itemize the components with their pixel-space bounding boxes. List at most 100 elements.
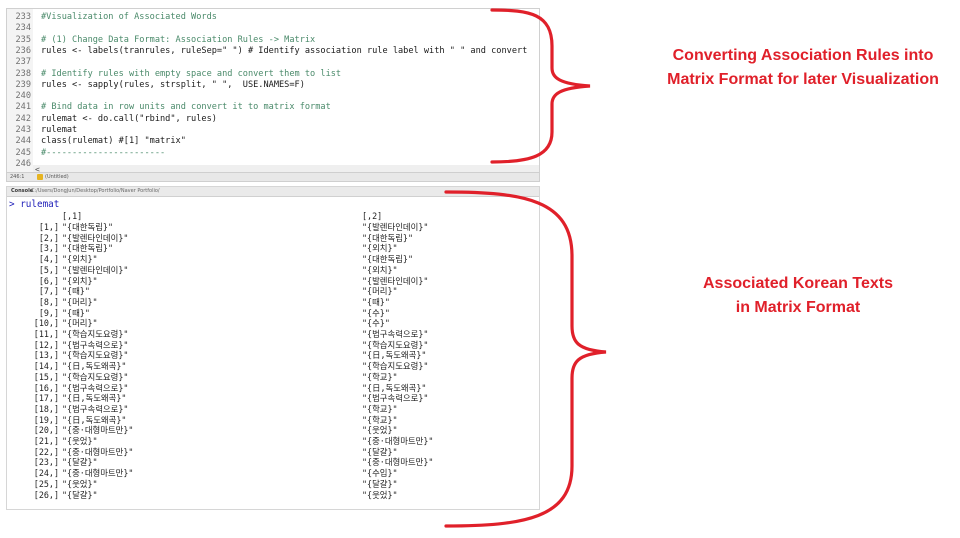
line-number: 241	[15, 102, 31, 113]
matrix-col-header-2: [,2]	[362, 211, 383, 221]
code-line[interactable]: 235# (1) Change Data Format: Association…	[7, 35, 539, 46]
matrix-row-index: [26,]	[33, 489, 59, 500]
code-text: # Bind data in row units and convert it …	[41, 102, 331, 113]
matrix-cell-col2: "{대한독립}"	[362, 254, 413, 265]
code-line[interactable]: 241 # Bind data in row units and convert …	[7, 102, 539, 113]
cursor-position: 246:1	[10, 174, 25, 180]
console-panel[interactable]: Console C:/Users/DongJun/Desktop/Portfol…	[6, 186, 540, 510]
code-line[interactable]: 243 rulemat	[7, 125, 539, 136]
matrix-row-index: [7,]	[38, 286, 59, 297]
matrix-row-index: [4,]	[38, 254, 59, 265]
matrix-cell-col1: "{법구속력으로}"	[62, 403, 129, 414]
console-prompt: > rulemat	[9, 199, 60, 210]
matrix-cell-col1: "{학습지도요령}"	[62, 329, 129, 339]
matrix-cell-col1: "{머리}"	[62, 318, 98, 329]
matrix-row-index: [6,]	[38, 275, 59, 286]
bottom-brace	[444, 190, 607, 528]
matrix-cell-col1: "{발렌타인데이}"	[62, 232, 129, 243]
code-text: rules <- labels(tranrules, ruleSep=" ") …	[41, 45, 528, 56]
matrix-row-index: [5,]	[38, 264, 59, 275]
matrix-row-index: [18,]	[33, 403, 59, 414]
matrix-cell-col2: "{학습지도요령}"	[362, 339, 429, 350]
line-number: 236	[15, 45, 31, 56]
matrix-row-index: [24,]	[33, 468, 59, 479]
console-title[interactable]: Console	[11, 188, 34, 194]
matrix-cell-col2: "{日,독도왜곡}"	[362, 382, 427, 393]
matrix-row-index: [19,]	[33, 414, 59, 425]
code-line[interactable]: 238# Identify rules with empty space and…	[7, 69, 539, 80]
line-number: 237	[15, 57, 31, 68]
code-line[interactable]: 236 rules <- labels(tranrules, ruleSep=" …	[7, 46, 539, 57]
line-number: 240	[15, 91, 31, 102]
matrix-row-index: [22,]	[33, 446, 59, 457]
matrix-cell-col1: "{머리}"	[62, 296, 98, 307]
code-text: #-----------------------	[41, 147, 166, 158]
matrix-cell-col2: "{웃었}"	[362, 425, 398, 436]
code-text: rulemat	[41, 125, 78, 135]
matrix-cell-col1: "{대한독립}"	[62, 222, 113, 232]
code-line[interactable]: 237	[7, 57, 539, 68]
matrix-cell-col1: "{발렌타인데이}"	[62, 264, 129, 275]
line-number: 238	[15, 68, 31, 79]
annotation-line: Converting Association Rules into	[672, 47, 934, 64]
scroll-left-icon[interactable]: <	[35, 165, 40, 174]
matrix-cell-col2: "{학교}"	[362, 414, 398, 425]
code-line[interactable]: 234	[7, 23, 539, 34]
line-number: 242	[15, 113, 31, 124]
line-number: 245	[15, 147, 31, 158]
matrix-row-index: [17,]	[33, 393, 59, 404]
matrix-cell-col1: "{학습지도요령}"	[62, 350, 129, 361]
annotation-korean-texts: Associated Korean Texts in Matrix Format	[668, 272, 928, 320]
code-line[interactable]: 233#Visualization of Associated Words	[7, 12, 539, 23]
matrix-col-header-1: [,1]	[62, 211, 83, 221]
console-header: Console C:/Users/DongJun/Desktop/Portfol…	[7, 187, 539, 197]
code-text: #Visualization of Associated Words	[41, 12, 217, 22]
matrix-cell-col2: "{웃었}"	[362, 489, 398, 500]
matrix-cell-col2: "{때}"	[362, 296, 390, 307]
matrix-cell-col2: "{수}"	[362, 307, 390, 318]
code-text: rules <- sapply(rules, strsplit, " ", US…	[41, 79, 305, 90]
matrix-cell-col2: "{법구속력으로}"	[362, 329, 429, 339]
matrix-cell-col2: "{달걀}"	[362, 446, 398, 457]
annotation-line: in Matrix Format	[735, 299, 861, 316]
editor-status-bar: 246:1 (Untitled)	[6, 172, 540, 182]
matrix-cell-col2: "{학교}"	[362, 403, 398, 414]
line-number: 243	[15, 125, 31, 135]
matrix-cell-col1: "{때}"	[62, 307, 90, 318]
horizontal-scrollbar[interactable]: <	[33, 165, 539, 175]
matrix-cell-col1: "{달걀}"	[62, 457, 98, 468]
line-number: 246	[15, 158, 31, 169]
annotation-matrix-conversion: Converting Association Rules into Matrix…	[648, 44, 958, 92]
script-scope-label[interactable]: (Untitled)	[45, 174, 69, 180]
matrix-cell-col1: "{달걀}"	[62, 489, 98, 500]
matrix-row-index: [1,]	[38, 222, 59, 232]
matrix-row-index: [12,]	[33, 339, 59, 350]
matrix-cell-col2: "{日,독도왜곡}"	[362, 350, 427, 361]
matrix-cell-col2: "{머리}"	[362, 286, 398, 297]
line-number: 234	[15, 23, 31, 34]
code-line[interactable]: 245 #-----------------------	[7, 148, 539, 159]
matrix-cell-col2: "{수입}"	[362, 468, 398, 479]
matrix-cell-col2: "{발렌타인데이}"	[362, 222, 429, 232]
code-line[interactable]: 246	[7, 159, 539, 170]
matrix-row-index: [23,]	[33, 457, 59, 468]
matrix-row-index: [14,]	[33, 361, 59, 372]
matrix-cell-col1: "{日,독도왜곡}"	[62, 361, 127, 372]
code-line[interactable]: 240	[7, 91, 539, 102]
matrix-row-index: [20,]	[33, 425, 59, 436]
matrix-row-index: [9,]	[38, 307, 59, 318]
matrix-cell-col2: "{중·대형마트만}"	[362, 457, 434, 468]
matrix-row-index: [8,]	[38, 296, 59, 307]
matrix-cell-col1: "{웃었}"	[62, 478, 98, 489]
matrix-cell-col1: "{웃었}"	[62, 436, 98, 446]
matrix-row-index: [15,]	[33, 371, 59, 382]
code-text: class(rulemat) #[1] "matrix"	[41, 136, 186, 147]
matrix-cell-col2: "{발렌타인데이}"	[362, 275, 429, 286]
matrix-cell-col1: "{법구속력으로}"	[62, 382, 129, 393]
matrix-cell-col2: "{대한독립}"	[362, 232, 413, 243]
matrix-row-index: [21,]	[33, 436, 59, 446]
